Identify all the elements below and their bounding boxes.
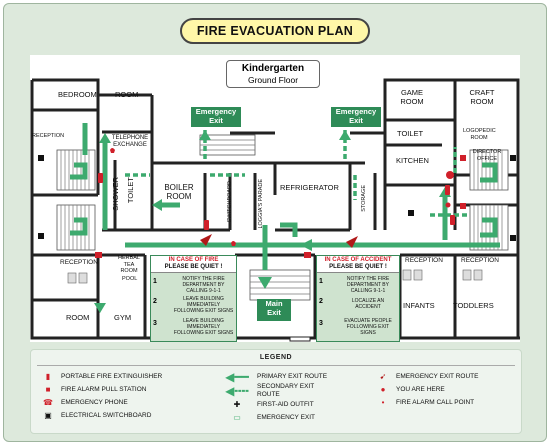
emergency-exit-sign-right: Emergency Exit bbox=[331, 107, 381, 127]
accident-step-1-num: 1 bbox=[319, 278, 323, 285]
accident-step-2-num: 2 bbox=[319, 298, 323, 305]
room-toilet-right: TOILET bbox=[397, 129, 424, 138]
legend-label: FIRST-AID OUTFIT bbox=[257, 400, 314, 408]
room-pool: POOL bbox=[122, 276, 138, 282]
legend-item-phone: ☎ EMERGENCY PHONE bbox=[41, 398, 128, 407]
legend-label: EMERGENCY EXIT ROUTE bbox=[396, 372, 479, 380]
floor-plan: Kindergarten Ground Floor BEDROOM ROOM R… bbox=[30, 55, 520, 342]
fire-step-1-text: NOTIFY THE FIRE DEPARTMENT BY CALLING 9-… bbox=[182, 276, 225, 294]
floor-plan-drawing bbox=[30, 78, 520, 342]
legend-item-emergency-exit: ▭ EMERGENCY EXIT bbox=[223, 413, 315, 422]
legend-item-you-are-here: ● YOU ARE HERE bbox=[376, 385, 445, 394]
legend-item-switchboard: ▣ ELECTRICAL SWITCHBOARD bbox=[41, 411, 151, 420]
room-bottom-left: ROOM bbox=[66, 313, 90, 322]
fire-instructions-panel: IN CASE OF FIRE PLEASE BE QUIET ! 1 NOTI… bbox=[150, 255, 237, 342]
legend-label: SECONDARY EXIT ROUTE bbox=[257, 383, 315, 398]
room-game: GAME ROOM bbox=[400, 88, 424, 106]
room-telephone-exchange: TELEPHONE EXCHANGE bbox=[111, 135, 149, 148]
building-floor: Ground Floor bbox=[247, 75, 299, 85]
primary-route-arrow-icon: ◀━━ bbox=[225, 369, 249, 384]
room-reception-bl: RECEPTION bbox=[60, 259, 98, 266]
accident-instructions-panel: IN CASE OF ACCIDENT PLEASE BE QUIET ! 1 … bbox=[316, 255, 400, 342]
room-reception-infants: RECEPTION bbox=[405, 257, 443, 264]
emergency-exit-route-icon: ➹ bbox=[379, 371, 387, 381]
room-top: ROOM bbox=[115, 90, 139, 99]
room-infants: INFANTS bbox=[403, 301, 435, 310]
legend-label: YOU ARE HERE bbox=[396, 385, 445, 393]
room-storage: STORAGE bbox=[361, 185, 367, 212]
legend-item-extinguisher: ▮ PORTABLE FIRE EXTINGUISHER bbox=[41, 372, 162, 381]
accident-panel-subtitle: PLEASE BE QUIET ! bbox=[329, 264, 387, 270]
fire-panel-title: IN CASE OF FIRE bbox=[168, 257, 219, 263]
legend-item-exit-route: ➹ EMERGENCY EXIT ROUTE bbox=[376, 371, 479, 381]
switchboard-icon: ▣ bbox=[44, 410, 52, 420]
legend-item-pull-station: ■ FIRE ALARM PULL STATION bbox=[41, 384, 147, 394]
fire-step-2-num: 2 bbox=[153, 298, 157, 305]
room-loggia: LOGGIA'S PARADE bbox=[258, 179, 264, 229]
secondary-route-arrow-icon: ◀╍╍ bbox=[225, 384, 249, 398]
room-logopedic: LOGOPEDIC ROOM bbox=[463, 128, 496, 141]
room-kitchen: KITCHEN bbox=[396, 156, 429, 165]
accident-step-3-num: 3 bbox=[319, 320, 323, 327]
legend: LEGEND ▮ PORTABLE FIRE EXTINGUISHER ■ FI… bbox=[30, 349, 522, 434]
building-name: Kindergarten bbox=[241, 63, 305, 74]
room-reception-tl: RECEPTION bbox=[32, 133, 65, 139]
fire-panel-heading: IN CASE OF FIRE PLEASE BE QUIET ! bbox=[151, 256, 236, 273]
first-aid-icon: ✚ bbox=[233, 399, 241, 409]
room-bedroom: BEDROOM bbox=[58, 90, 97, 99]
fire-step-1-num: 1 bbox=[153, 278, 157, 285]
fire-extinguisher-icon: ▮ bbox=[45, 371, 51, 381]
room-refrigerator: REFRIGERATOR bbox=[280, 183, 339, 192]
room-reception-toddlers: RECEPTION bbox=[461, 257, 499, 264]
room-shower: SHOWER bbox=[111, 177, 120, 211]
accident-step-3-text: EVACUATE PEOPLE FOLLOWING EXIT SIGNS bbox=[344, 318, 392, 336]
main-exit-sign: Main Exit bbox=[257, 299, 291, 321]
accident-panel-title: IN CASE OF ACCIDENT bbox=[324, 257, 392, 263]
emergency-exit-sign-left: Emergency Exit bbox=[191, 107, 241, 127]
fire-step-2-text: LEAVE BUILDING IMMEDIATELY FOLLOWING EXI… bbox=[173, 296, 234, 314]
accident-panel-heading: IN CASE OF ACCIDENT PLEASE BE QUIET ! bbox=[317, 256, 399, 273]
building-title-box: Kindergarten Ground Floor bbox=[226, 60, 320, 88]
legend-item-call-point: • FIRE ALARM CALL POINT bbox=[376, 397, 475, 407]
alarm-pull-station-icon: ■ bbox=[45, 384, 51, 394]
legend-item-first-aid: ✚ FIRST-AID OUTFIT bbox=[223, 400, 314, 409]
legend-label: ELECTRICAL SWITCHBOARD bbox=[61, 411, 152, 419]
legend-divider bbox=[37, 365, 515, 366]
call-point-icon: • bbox=[381, 397, 385, 407]
legend-label: FIRE ALARM PULL STATION bbox=[61, 385, 147, 393]
room-craft: CRAFT ROOM bbox=[469, 88, 495, 106]
room-toddlers: TODDLERS bbox=[453, 301, 494, 310]
room-director-office: DIRECTOR OFFICE bbox=[472, 149, 502, 162]
emergency-exit-sign-icon: ▭ bbox=[233, 412, 241, 422]
legend-item-secondary-route: ◀╍╍ SECONDARY EXIT ROUTE bbox=[223, 383, 317, 399]
fire-panel-subtitle: PLEASE BE QUIET ! bbox=[164, 264, 223, 270]
fire-step-3-text: LEAVE BUILDING IMMEDIATELY FOLLOWING EXI… bbox=[173, 318, 234, 336]
room-herbal-tea: HERBAL TEA ROOM bbox=[117, 255, 140, 274]
legend-label: EMERGENCY PHONE bbox=[61, 398, 128, 406]
room-toilet-left: TOILET bbox=[126, 177, 135, 204]
accident-step-1-text: NOTIFY THE FIRE DEPARTMENT BY CALLING 9-… bbox=[346, 276, 390, 294]
legend-label: FIRE ALARM CALL POINT bbox=[396, 398, 475, 406]
phone-icon: ☎ bbox=[43, 397, 53, 407]
accident-step-2-text: LOCALIZE AN ACCIDENT bbox=[351, 298, 385, 310]
room-boiler: BOILER ROOM bbox=[164, 183, 194, 201]
you-are-here-icon: ● bbox=[380, 384, 386, 394]
fire-step-3-num: 3 bbox=[153, 320, 157, 327]
legend-label: EMERGENCY EXIT bbox=[257, 413, 316, 421]
room-switchboard: SWITCHBOARD bbox=[227, 181, 233, 223]
legend-item-primary-route: ◀━━ PRIMARY EXIT ROUTE bbox=[223, 369, 328, 384]
room-gym: GYM bbox=[114, 313, 132, 322]
legend-label: PORTABLE FIRE EXTINGUISHER bbox=[61, 372, 163, 380]
legend-title: LEGEND bbox=[259, 354, 293, 361]
legend-label: PRIMARY EXIT ROUTE bbox=[257, 372, 328, 380]
plan-title: FIRE EVACUATION PLAN bbox=[180, 18, 370, 44]
